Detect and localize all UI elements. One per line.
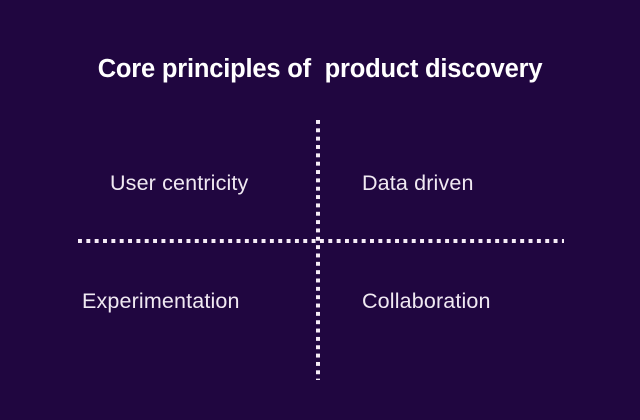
quadrant-label-bottom-left: Experimentation bbox=[82, 289, 240, 313]
horizontal-dotted-divider bbox=[78, 239, 564, 243]
page-title: Core principles of product discovery bbox=[97, 55, 543, 83]
quadrant-label-top-right: Data driven bbox=[362, 171, 474, 195]
quadrant-label-top-left: User centricity bbox=[110, 171, 249, 195]
vertical-dotted-divider bbox=[316, 120, 320, 380]
quadrant-label-bottom-right: Collaboration bbox=[362, 289, 491, 313]
